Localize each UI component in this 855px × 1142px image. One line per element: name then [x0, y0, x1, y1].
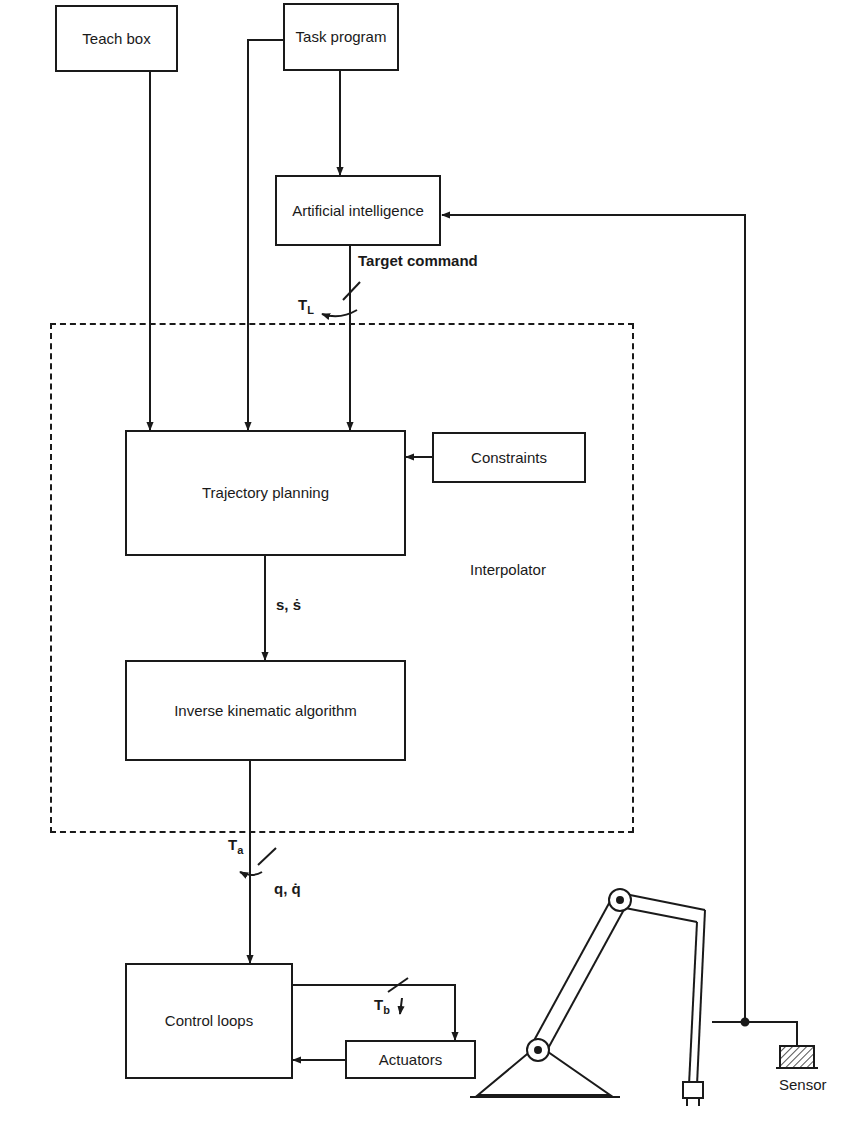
node-text: Constraints	[471, 449, 547, 467]
node-text: Actuators	[379, 1051, 442, 1069]
connector-arrow	[149, 72, 151, 430]
connector-arrow	[349, 246, 351, 430]
connector-arrow	[293, 985, 455, 1040]
input-box: Constraints	[432, 432, 586, 483]
sensor-symbol	[776, 1046, 818, 1068]
connector-arrow	[264, 556, 266, 660]
switch-ta	[240, 848, 276, 875]
switch-label: Ta	[226, 836, 245, 857]
connector-arrow	[293, 1059, 345, 1061]
node-text: Task program	[296, 28, 387, 46]
sensor-wire	[442, 215, 797, 1046]
node-text: Inverse kinematic algorithm	[174, 702, 357, 720]
edge-label: Target command	[356, 252, 480, 271]
input-box: Teach box	[55, 5, 178, 72]
switch-tl	[322, 282, 360, 316]
switch-tb	[388, 978, 408, 1014]
process-box: Inverse kinematic algorithm	[125, 660, 406, 761]
connector-arrow	[249, 761, 251, 963]
sensor-label: Sensor	[777, 1076, 829, 1095]
input-box: Task program	[283, 3, 399, 71]
process-box: Artificial intelligence	[275, 175, 441, 246]
node-text: Artificial intelligence	[292, 202, 424, 220]
robot-arm	[470, 889, 705, 1106]
switch-label: Tb	[372, 996, 392, 1017]
edge-label: s, ṡ	[274, 596, 303, 615]
node-text: Interpolator	[470, 561, 546, 579]
node-text: Trajectory planning	[202, 484, 329, 502]
process-box: Control loops	[125, 963, 293, 1079]
switch-label: TL	[296, 296, 316, 317]
process-box: Trajectory planning	[125, 430, 406, 556]
connector-arrow	[406, 456, 432, 458]
node-text: Teach box	[82, 30, 150, 48]
node-text: Control loops	[165, 1012, 253, 1030]
connector-arrow	[339, 71, 341, 175]
process-box: Actuators	[345, 1040, 476, 1079]
interpolator-region: Interpolator Trajectory planning Constrain…	[50, 323, 634, 833]
edge-label: q, q̇	[272, 880, 303, 899]
